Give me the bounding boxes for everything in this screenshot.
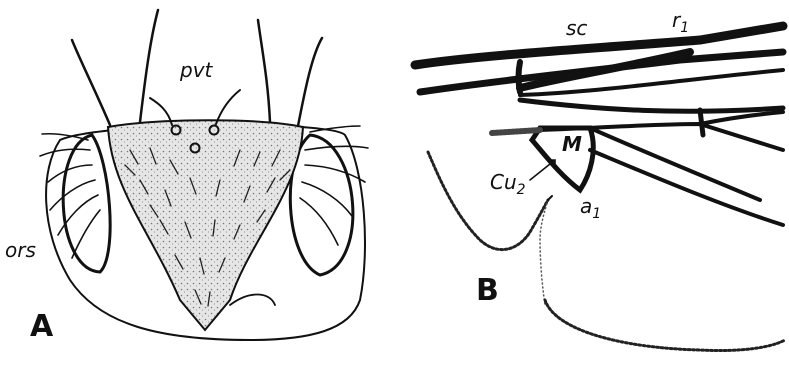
label-r1-sub: 1 <box>680 20 689 36</box>
label-r1-base: r <box>672 8 680 32</box>
mouth-curve <box>230 294 275 305</box>
panel-label-b: B <box>476 276 499 306</box>
right-eye <box>290 135 353 275</box>
vein-crossvein-dm <box>700 110 703 135</box>
label-cu2-base: Cu <box>490 170 517 194</box>
label-a1-base: a <box>580 194 592 218</box>
wing-fringe-dotted <box>540 200 548 305</box>
pvt-bristle-right <box>216 90 240 124</box>
label-cu2: Cu2 <box>490 172 526 197</box>
label-r1: r1 <box>672 10 689 35</box>
humeral-crossvein <box>519 62 521 92</box>
panel-label-a: A <box>30 312 53 342</box>
label-sc: sc <box>566 18 587 38</box>
wing-fringe-bottom <box>545 300 785 351</box>
label-a1: a1 <box>580 196 601 221</box>
bristle-3 <box>258 20 270 122</box>
alula-line <box>548 196 552 200</box>
cu2-arrow <box>530 160 555 180</box>
vein-r4 <box>700 112 783 124</box>
panel-b-drawing <box>415 26 785 351</box>
bristle-4 <box>298 38 322 126</box>
bristle-2 <box>140 10 158 122</box>
hatched-base <box>492 130 540 133</box>
frons-triangle <box>108 120 303 330</box>
wing-fringe-left <box>428 152 548 250</box>
orbital-bristles-right <box>300 126 368 245</box>
vein-m <box>520 100 783 111</box>
label-m: M <box>562 134 582 154</box>
label-a1-sub: 1 <box>592 206 601 222</box>
vein-anal-lower <box>590 150 783 225</box>
left-eye <box>63 135 110 272</box>
bristle-1 <box>72 40 110 125</box>
vein-a1 <box>590 128 760 200</box>
label-pvt: pvt <box>180 60 212 80</box>
label-cu2-sub: 2 <box>517 182 526 198</box>
label-ors: ors <box>5 240 36 260</box>
